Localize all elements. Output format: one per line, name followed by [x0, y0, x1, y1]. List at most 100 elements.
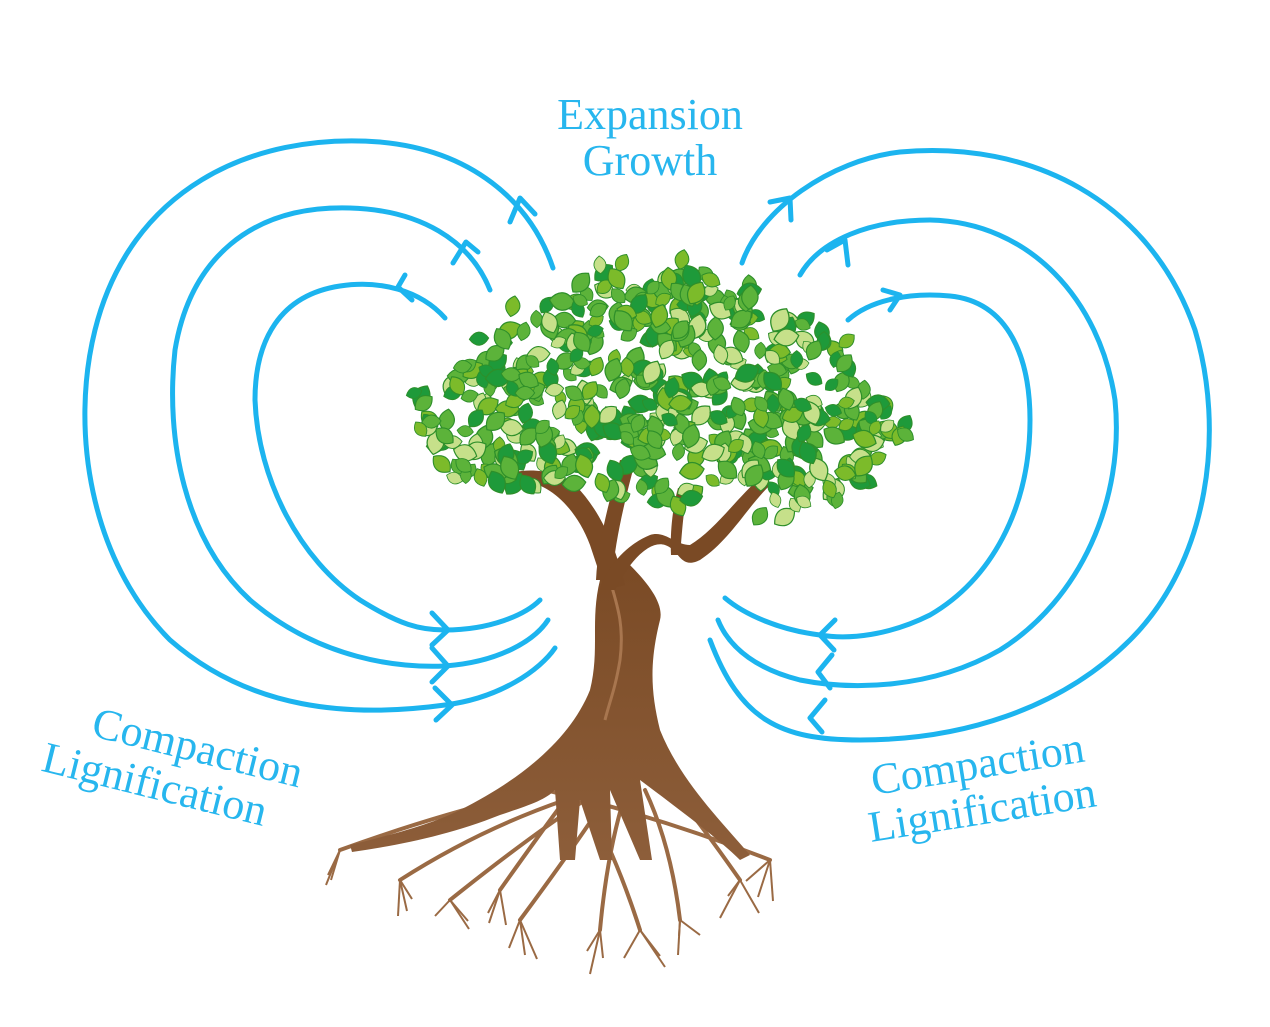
leaf: [500, 367, 523, 382]
leaf: [682, 423, 700, 449]
leaf: [446, 471, 464, 485]
root-tendril: [757, 859, 771, 898]
leaf: [824, 404, 843, 417]
leaf: [432, 455, 451, 473]
branch-right-lower: [600, 476, 770, 590]
leaf: [452, 359, 473, 374]
leaf: [421, 414, 442, 429]
expansion-growth-label: Expansion Growth: [520, 92, 780, 184]
leaf: [796, 495, 812, 509]
leaf: [897, 427, 914, 442]
root-tendril: [519, 919, 526, 956]
leaf: [485, 345, 505, 362]
root-tendril: [623, 929, 641, 959]
leaf: [823, 426, 845, 445]
root-tendril: [599, 929, 604, 959]
leaf: [793, 397, 812, 413]
leaf: [661, 412, 678, 427]
leaf: [836, 354, 853, 373]
leaf: [668, 394, 693, 412]
leaf: [709, 410, 728, 425]
root-tendril: [519, 919, 538, 960]
leaf: [573, 331, 591, 352]
leaf: [702, 284, 719, 297]
leaf: [613, 310, 633, 332]
arrowhead-icon: [817, 617, 838, 653]
leaf: [572, 294, 588, 307]
leaf: [606, 459, 624, 482]
leaf: [581, 381, 599, 400]
leaf: [741, 284, 759, 311]
arrowhead-icon: [395, 272, 415, 303]
leaf: [455, 458, 472, 473]
tree-canopy: [405, 249, 914, 527]
trunk-highlight: [603, 569, 623, 721]
leaf: [774, 507, 796, 527]
leaf: [635, 478, 648, 496]
left-flow-outer: [82, 138, 558, 713]
root-tendril: [586, 929, 601, 952]
root: [398, 798, 567, 882]
arrowhead-icon: [432, 685, 455, 723]
leaf: [620, 327, 638, 342]
root-tendril: [399, 879, 408, 912]
leaf: [691, 405, 711, 426]
leaf: [838, 418, 855, 431]
leaf: [642, 360, 662, 385]
leaf: [575, 453, 594, 479]
leaf: [691, 348, 708, 372]
leaf: [650, 303, 669, 329]
trunk-main: [350, 560, 750, 860]
leaf: [405, 387, 423, 399]
leaf: [435, 427, 454, 445]
leaf: [730, 396, 746, 417]
leaf: [751, 440, 766, 460]
leaf: [593, 255, 607, 275]
leaf: [769, 491, 782, 508]
leaf: [607, 268, 626, 290]
root-tendril: [719, 879, 741, 919]
leaf: [485, 411, 506, 431]
arrowhead-icon: [450, 239, 481, 266]
leaf: [468, 331, 490, 346]
leaf: [630, 414, 646, 433]
leaf: [518, 371, 539, 389]
leaf: [552, 399, 567, 420]
root-tendril: [399, 879, 413, 900]
tree-trunk: [350, 460, 770, 860]
leaf: [822, 479, 837, 499]
root-tendril: [739, 879, 760, 914]
leaf: [552, 311, 577, 329]
leaf: [682, 264, 702, 289]
leaf: [565, 385, 583, 401]
arrowhead-icon: [880, 287, 903, 313]
leaf: [413, 421, 428, 437]
leaf: [588, 356, 604, 377]
leaf: [456, 425, 474, 438]
leaf: [564, 405, 580, 420]
leaf: [805, 340, 822, 361]
leaf: [500, 455, 520, 480]
leaf: [610, 288, 626, 304]
label-line: Growth: [582, 136, 718, 185]
leaf: [544, 383, 565, 397]
leaf: [546, 357, 560, 377]
leaf: [734, 363, 760, 383]
leaf: [596, 279, 612, 294]
leaf: [519, 474, 537, 495]
leaf: [664, 376, 680, 399]
root-tendril: [449, 899, 470, 930]
leaf: [586, 324, 604, 338]
leaf: [614, 377, 631, 400]
leaf: [449, 376, 466, 396]
left-flow-loops: [82, 138, 558, 723]
leaf: [629, 444, 651, 461]
leaf: [825, 378, 839, 391]
leaf: [548, 292, 576, 311]
leaf: [614, 253, 630, 272]
leaf: [460, 389, 479, 403]
leaf: [678, 461, 705, 480]
leaf: [799, 441, 817, 465]
leaf: [672, 442, 685, 461]
